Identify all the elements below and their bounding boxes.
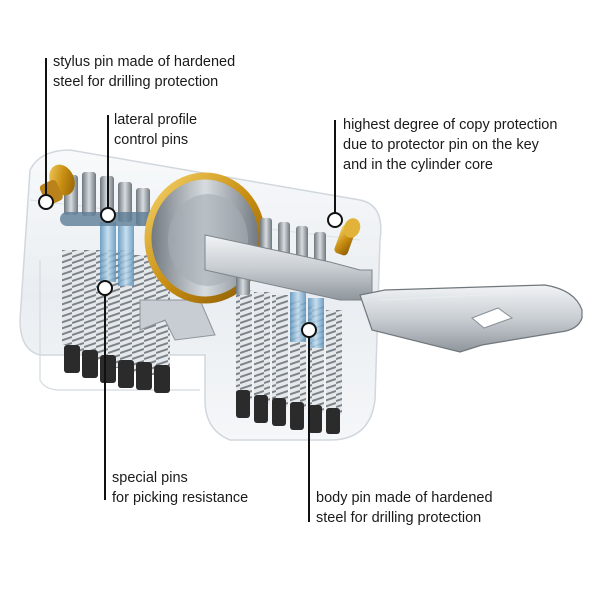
label-body-pin-line2: steel for drilling protection [316,510,482,526]
brass-protector-pin [334,218,361,256]
label-special-pins: special pins for picking resistance [112,468,248,508]
callout-markers [38,194,343,338]
label-special-pins-line2: for picking resistance [112,490,249,506]
label-lateral-profile-line2: control pins [114,132,189,148]
callout-lines [45,58,336,522]
marker-copy-protection [327,212,343,228]
label-copy-protection-line3: and in the cylinder core [343,157,493,173]
marker-lateral-profile [100,207,116,223]
label-lateral-profile: lateral profile control pins [114,110,197,150]
label-stylus-pin-line2: steel for drilling protection [53,74,219,90]
label-copy-protection-line1: highest degree of copy protection [343,117,558,133]
marker-stylus-pin [38,194,54,210]
label-special-pins-line1: special pins [112,470,188,486]
label-stylus-pin-line1: stylus pin made of hardened [53,54,236,70]
label-body-pin: body pin made of hardened steel for dril… [316,488,493,528]
label-copy-protection: highest degree of copy protection due to… [343,115,557,175]
label-lateral-profile-line1: lateral profile [114,112,198,128]
label-stylus-pin: stylus pin made of hardened steel for dr… [53,52,235,92]
marker-special-pins [97,280,113,296]
marker-body-pin [301,322,317,338]
label-copy-protection-line2: due to protector pin on the key [343,137,539,153]
label-body-pin-line1: body pin made of hardened [316,490,493,506]
key [204,234,583,353]
right-pin-stacks [236,218,342,434]
